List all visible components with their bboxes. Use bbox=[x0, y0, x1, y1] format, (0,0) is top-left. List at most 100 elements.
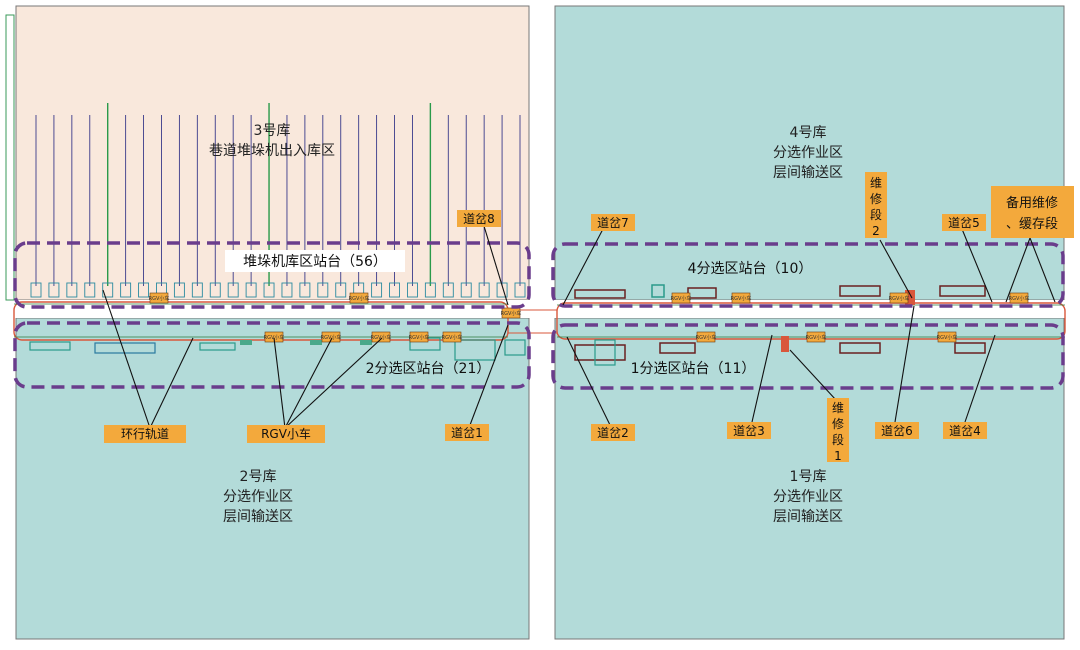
rgv-car-label: RGV小车 bbox=[149, 295, 170, 302]
stacker-station-outline bbox=[13, 241, 531, 309]
sort4-station-outline bbox=[551, 242, 1065, 308]
sort1-station-outline bbox=[551, 323, 1065, 390]
station-outlines bbox=[13, 241, 1065, 390]
rgv-car-label: RGV小车 bbox=[806, 334, 827, 341]
switch1-label: 道岔1 bbox=[451, 426, 483, 440]
stacker-station-box bbox=[66, 282, 78, 298]
rgv-car bbox=[149, 292, 169, 304]
rgv-car-label: RGV小车 bbox=[321, 334, 342, 341]
stacker-station-box bbox=[102, 282, 114, 298]
spare-maint-tag bbox=[991, 186, 1074, 238]
maint1-char3: 段 bbox=[832, 432, 844, 447]
rgv-car bbox=[349, 292, 369, 304]
rgv-car bbox=[442, 331, 462, 343]
lib4-zone bbox=[554, 5, 1065, 301]
lib4-label-line2: 分选作业区 bbox=[773, 145, 843, 161]
stacker-station-box bbox=[371, 282, 383, 298]
lib2-label-line1: 2号库 bbox=[240, 469, 277, 485]
switch4-label: 道岔4 bbox=[949, 424, 981, 438]
rgv-cars: RGV小车 RGV小车 RGV小车 RGV小车 RGV小车 RGV小车 RGV小车 RGV小车… bbox=[149, 292, 1029, 343]
lib4-label-line3: 层间输送区 bbox=[773, 165, 843, 181]
stacker-station-label-bg bbox=[225, 250, 405, 272]
stacker-station-box bbox=[84, 282, 96, 298]
lib1-label-line3: 层间输送区 bbox=[773, 509, 843, 525]
lib2-label-line3: 层间输送区 bbox=[223, 509, 293, 525]
lib3-label-line2: 巷道堆垛机出入库区 bbox=[209, 143, 335, 159]
rgv-car-label: RGV小车 bbox=[371, 334, 392, 341]
sort2-station-outline bbox=[13, 321, 531, 389]
stacker-station-box bbox=[478, 282, 490, 298]
switch7-label: 道岔7 bbox=[597, 216, 629, 230]
maint1-char1: 维 bbox=[832, 401, 844, 415]
sort1-station-label: 1分选区站台（11） bbox=[631, 361, 756, 377]
maint2-char4: 2 bbox=[872, 224, 880, 238]
left-edge-strip bbox=[5, 14, 15, 301]
loop-track-left bbox=[13, 301, 509, 341]
maint1-char4: 1 bbox=[834, 449, 842, 463]
stacker-station-box bbox=[138, 282, 150, 298]
rgv-car-label: RGV小车 bbox=[442, 334, 463, 341]
maint2-char1: 维 bbox=[870, 176, 882, 190]
sort4-station-label: 4分选区站台（10） bbox=[688, 261, 813, 277]
spare-maint-line1: 备用维修 bbox=[1006, 195, 1058, 211]
rgv-car-label: RGV小车 bbox=[349, 295, 370, 302]
rgv-car bbox=[321, 331, 341, 343]
lib1-label-line2: 分选作业区 bbox=[773, 489, 843, 505]
stacker-station-box bbox=[30, 282, 42, 298]
leader-lines bbox=[102, 225, 1056, 429]
rgv-car bbox=[806, 331, 826, 343]
switch5-label: 道岔5 bbox=[948, 216, 980, 230]
switch2-tag bbox=[591, 424, 635, 441]
switch4-tag bbox=[943, 422, 987, 439]
stacker-station-label: 堆垛机库区站台（56） bbox=[243, 254, 387, 270]
stacker-station-box bbox=[496, 282, 508, 298]
sort2-station-label: 2分选区站台（21） bbox=[366, 361, 491, 377]
stacker-station-box bbox=[389, 282, 400, 298]
lib1-label-line1: 1号库 bbox=[790, 469, 827, 485]
rgv-car bbox=[501, 307, 521, 319]
rgv-car bbox=[671, 292, 691, 304]
stacker-station-box bbox=[442, 282, 454, 298]
stacker-station-box bbox=[460, 282, 472, 298]
stacker-station-box bbox=[209, 282, 221, 298]
stacker-station-box bbox=[191, 282, 203, 298]
maint2-tag bbox=[865, 172, 887, 238]
maint1-char2: 修 bbox=[832, 416, 844, 431]
lib4-label-line1: 4号库 bbox=[790, 125, 827, 141]
rgv-car-label: RGV小车 bbox=[696, 334, 717, 341]
rgv-car bbox=[409, 331, 429, 343]
switch6-tag bbox=[875, 422, 919, 439]
rgv-car-label: RGV小车 bbox=[501, 310, 522, 317]
lib3-label-line1: 3号库 bbox=[254, 123, 291, 139]
stacker-station-box bbox=[263, 282, 275, 298]
rgv-car-label: RGV小车 bbox=[889, 295, 910, 302]
spare-maint-line2: 、缓存段 bbox=[1006, 217, 1058, 232]
stacker-station-box bbox=[173, 282, 185, 298]
rgv-car bbox=[696, 331, 716, 343]
switch1-tag bbox=[445, 424, 489, 441]
maint1-tag bbox=[827, 398, 849, 462]
switch8-label: 道岔8 bbox=[463, 212, 495, 226]
rgv-car-label: RGV小车 bbox=[937, 334, 958, 341]
rgv-tag bbox=[247, 425, 325, 443]
stacker-station-box bbox=[281, 282, 293, 298]
lib2-zone bbox=[15, 317, 530, 640]
loop-track-label: 环行轨道 bbox=[121, 427, 169, 441]
stacker-station-box bbox=[335, 282, 347, 298]
maint2-char3: 段 bbox=[870, 207, 882, 222]
switch5-tag bbox=[942, 214, 986, 231]
switch3-label: 道岔3 bbox=[733, 424, 765, 438]
rgv-label: RGV小车 bbox=[261, 426, 311, 441]
stacker-station-box bbox=[406, 282, 418, 298]
rgv-car-label: RGV小车 bbox=[671, 295, 692, 302]
rgv-car-label: RGV小车 bbox=[264, 334, 285, 341]
rgv-car bbox=[731, 292, 751, 304]
stacker-station-box bbox=[48, 282, 60, 298]
loop-track-tag bbox=[104, 425, 186, 443]
switch7-tag bbox=[591, 214, 635, 231]
stacker-station-box bbox=[299, 282, 311, 298]
lib2-label-line2: 分选作业区 bbox=[223, 489, 293, 505]
maint2-char2: 修 bbox=[870, 191, 882, 206]
